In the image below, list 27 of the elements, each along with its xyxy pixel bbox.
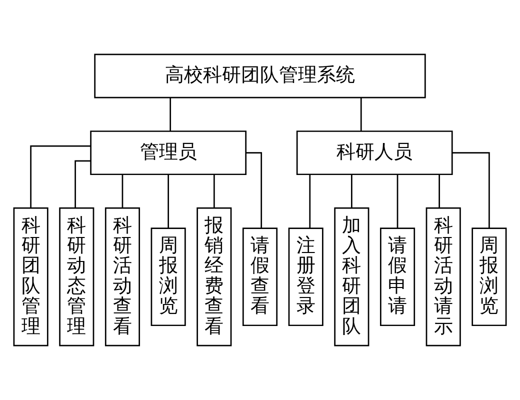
node-box: 加入科研团队	[334, 207, 370, 346]
node-box: 请假申请	[380, 228, 416, 326]
connector	[168, 174, 169, 228]
connector	[213, 174, 215, 208]
connector	[438, 174, 440, 208]
connector	[452, 152, 490, 228]
connector	[30, 145, 91, 208]
connector	[246, 152, 262, 228]
node-box: 注册登录	[288, 228, 324, 326]
connector	[309, 174, 311, 228]
connector	[396, 174, 398, 228]
node-box: 高校科研团队管理系统	[94, 54, 426, 98]
connector	[351, 174, 352, 208]
connector	[122, 174, 124, 208]
connector	[74, 160, 91, 208]
node-box: 周报浏览	[150, 228, 186, 326]
connector	[360, 98, 362, 132]
connector	[170, 98, 172, 132]
node-box: 报销经费查看	[196, 207, 232, 346]
node-box: 科研动态管理	[59, 207, 94, 346]
node-box: 科研活动请示	[426, 207, 461, 346]
node-box: 管理员	[90, 130, 247, 176]
node-box: 科研人员	[296, 130, 453, 176]
node-box: 请假查看	[242, 228, 278, 326]
node-box: 科研团队管理	[13, 207, 48, 346]
node-box: 科研活动查看	[104, 207, 140, 346]
node-box: 周报浏览	[472, 228, 507, 326]
